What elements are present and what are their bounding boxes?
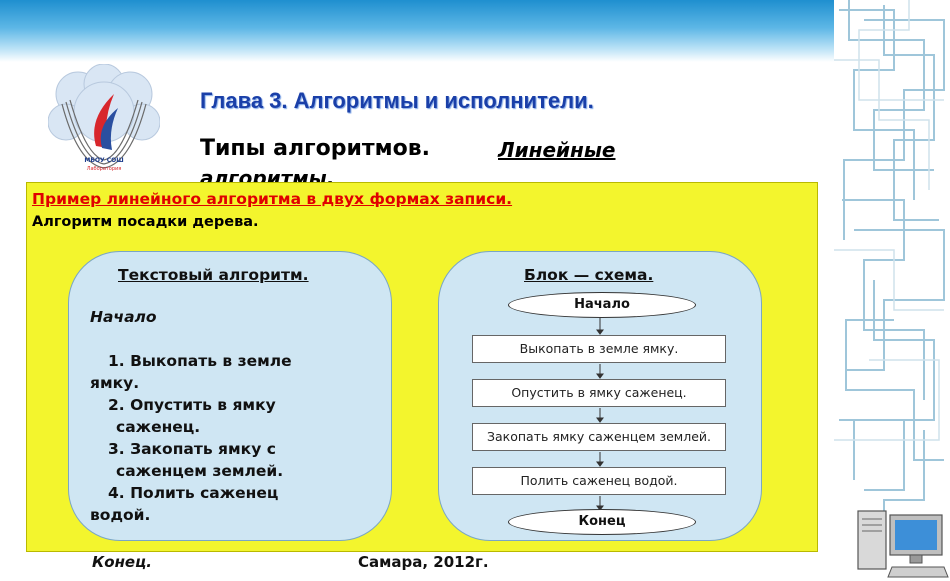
circuit-pattern: [834, 0, 950, 581]
flowchart-step-node: Закопать ямку саженцем землей.: [472, 423, 726, 451]
logo-caption-line2: Лаборатория: [87, 166, 122, 172]
footer-caption: Самара, 2012г.: [358, 553, 489, 571]
text-algorithm-card: [68, 251, 392, 541]
example-subtitle: Алгоритм посадки дерева.: [32, 214, 259, 230]
text-algorithm-end: Конец.: [92, 553, 152, 571]
flowchart-step-node: Выкопать в земле ямку.: [472, 335, 726, 363]
flowchart-arrows: [596, 318, 604, 511]
topic-prefix: Типы алгоритмов.: [200, 136, 431, 161]
flowchart-start-node: Начало: [508, 292, 696, 318]
header-gradient-band: [0, 0, 838, 62]
flowchart-end-node: Конец: [508, 509, 696, 535]
chapter-title: Глава 3. Алгоритмы и исполнители.: [200, 88, 594, 113]
text-algorithm-title: Текстовый алгоритм.: [118, 266, 309, 284]
flowchart-step-node: Опустить в ямку саженец.: [472, 379, 726, 407]
text-algorithm-start: Начало: [90, 308, 157, 326]
flowchart-title: Блок — схема.: [524, 266, 654, 284]
flowchart-step-node: Полить саженец водой.: [472, 467, 726, 495]
computer-icon: [857, 510, 949, 578]
school-logo-icon: МБОУ СОШ Лаборатория: [48, 64, 160, 172]
logo-caption-line1: МБОУ СОШ: [84, 157, 123, 164]
example-title: Пример линейного алгоритма в двух формах…: [32, 190, 513, 208]
